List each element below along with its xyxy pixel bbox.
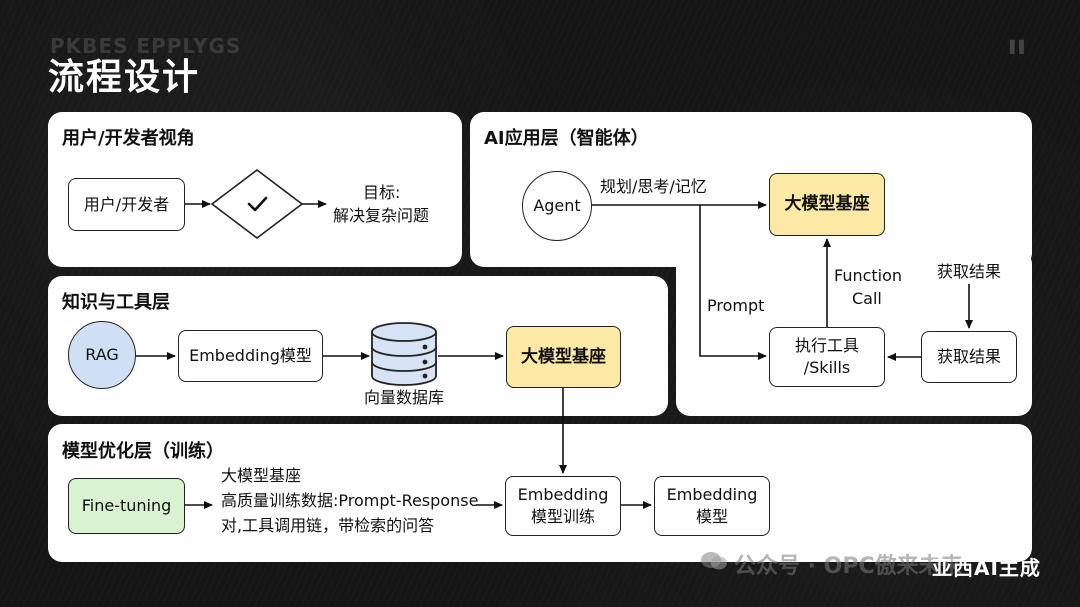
node-ai-base-model: 大模型基座 xyxy=(769,173,885,236)
watermark-text: 公众号 · OPC傲来未来 xyxy=(734,548,963,580)
panel-ai-title: AI应用层（智能体） xyxy=(484,128,649,149)
node-execute-tool: 执行工具 /Skills xyxy=(769,327,885,387)
embedding-training-line2: 模型训练 xyxy=(530,507,595,526)
brand-text: 亚西AI主成 xyxy=(932,556,1041,580)
node-embedding-model-final: Embedding 模型 xyxy=(654,476,770,536)
node-embedding-model: Embedding模型 xyxy=(178,330,323,382)
embedding-model-line2: 模型 xyxy=(695,507,728,526)
training-desc-line3: 对,工具调用链，带检索的问答 xyxy=(221,516,435,535)
panel-optimize-title: 模型优化层（训练） xyxy=(62,441,224,462)
embedding-model-line1: Embedding xyxy=(666,485,758,505)
vector-db-label: 向量数据库 xyxy=(364,388,445,407)
node-embedding-training: Embedding 模型训练 xyxy=(505,476,621,536)
node-get-result: 获取结果 xyxy=(921,331,1017,383)
execute-tool-line1: 执行工具 xyxy=(794,336,859,356)
node-knowledge-base-model: 大模型基座 xyxy=(506,326,621,388)
wechat-icon xyxy=(701,552,727,570)
node-rag: RAG xyxy=(68,321,136,389)
node-user-developer: 用户/开发者 xyxy=(68,178,185,231)
panel-knowledge-title: 知识与工具层 xyxy=(62,292,170,313)
function-call-label-line2: Call xyxy=(852,289,882,308)
page-title: 流程设计 xyxy=(48,57,201,98)
embedding-training-line1: Embedding xyxy=(517,485,609,505)
prompt-label: Prompt xyxy=(707,296,765,315)
node-fine-tuning: Fine-tuning xyxy=(68,478,185,534)
corner-mark: ▌▌ xyxy=(1010,40,1029,54)
goal-label-line1: 目标: xyxy=(363,183,401,202)
goal-label-line2: 解决复杂问题 xyxy=(333,206,430,225)
plan-think-memory-label: 规划/思考/记忆 xyxy=(600,177,707,196)
watermark-label: 公众号 · OPC傲来未来 xyxy=(734,554,963,579)
get-result-label: 获取结果 xyxy=(937,262,1002,281)
panel-user-title: 用户/开发者视角 xyxy=(62,128,195,149)
training-desc-line1: 大模型基座 xyxy=(221,466,302,485)
ghost-header-text: PKBES EPPLYGS xyxy=(50,34,242,58)
node-agent: Agent xyxy=(522,171,592,241)
training-desc-line2: 高质量训练数据:Prompt-Response xyxy=(221,491,479,510)
execute-tool-line2: /Skills xyxy=(803,358,851,377)
function-call-label-line1: Function xyxy=(834,266,903,285)
